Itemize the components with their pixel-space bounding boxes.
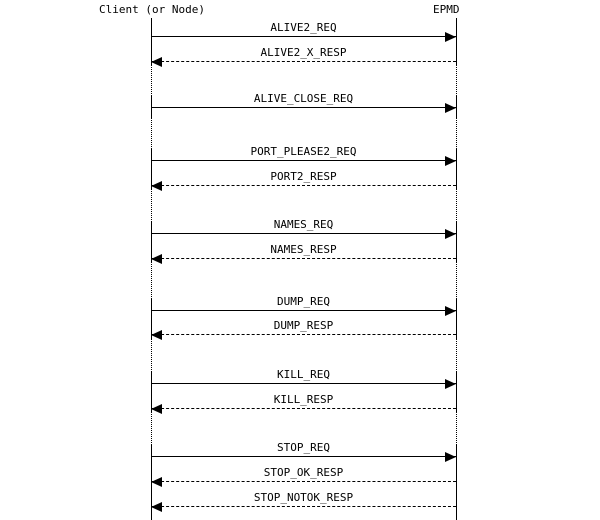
lifeline-epmd	[456, 18, 457, 65]
lifeline-client	[151, 149, 152, 189]
lifeline-client	[151, 299, 152, 338]
lifeline-epmd	[456, 262, 457, 299]
arrowhead-right	[445, 379, 456, 389]
arrowhead-right	[445, 452, 456, 462]
message-label-alive-close-req: ALIVE_CLOSE_REQ	[250, 92, 357, 105]
arrowhead-right	[445, 306, 456, 316]
message-label-stop-ok-resp: STOP_OK_RESP	[260, 466, 347, 479]
lifeline-epmd	[456, 338, 457, 372]
lifeline-client	[151, 18, 152, 65]
arrowhead-left	[151, 404, 162, 414]
lifeline-client	[151, 262, 152, 299]
arrowhead-right	[445, 32, 456, 42]
message-line-alive2-x-resp	[151, 61, 456, 62]
lifeline-epmd	[456, 65, 457, 96]
message-label-kill-resp: KILL_RESP	[270, 393, 337, 406]
arrowhead-left	[151, 330, 162, 340]
message-line-names-resp	[151, 258, 456, 259]
lifeline-client	[151, 338, 152, 372]
lifeline-epmd	[456, 372, 457, 412]
lifeline-client	[151, 189, 152, 222]
lifeline-epmd	[456, 299, 457, 338]
message-label-dump-resp: DUMP_RESP	[270, 319, 337, 332]
message-line-names-req	[151, 233, 456, 234]
message-label-alive2-x-resp: ALIVE2_X_RESP	[257, 46, 350, 59]
lifeline-epmd	[456, 149, 457, 189]
arrowhead-right	[445, 103, 456, 113]
arrowhead-left	[151, 502, 162, 512]
arrowhead-left	[151, 254, 162, 264]
message-line-port2-resp	[151, 185, 456, 186]
message-line-dump-req	[151, 310, 456, 311]
lifeline-epmd	[456, 96, 457, 118]
arrowhead-right	[445, 229, 456, 239]
lifeline-client	[151, 372, 152, 412]
message-line-stop-notok-resp	[151, 506, 456, 507]
message-label-names-resp: NAMES_RESP	[267, 243, 340, 256]
arrowhead-right	[445, 156, 456, 166]
message-label-names-req: NAMES_REQ	[270, 218, 337, 231]
arrowhead-left	[151, 181, 162, 191]
message-label-stop-notok-resp: STOP_NOTOK_RESP	[250, 491, 357, 504]
message-label-kill-req: KILL_REQ	[274, 368, 333, 381]
message-label-alive2-req: ALIVE2_REQ	[267, 21, 340, 34]
lifeline-epmd	[456, 118, 457, 149]
message-line-kill-req	[151, 383, 456, 384]
message-line-stop-ok-resp	[151, 481, 456, 482]
message-line-dump-resp	[151, 334, 456, 335]
lifeline-epmd	[456, 445, 457, 520]
lifeline-epmd	[456, 222, 457, 262]
lifeline-client	[151, 65, 152, 96]
lifeline-epmd	[456, 412, 457, 445]
message-label-port-please2-req: PORT_PLEASE2_REQ	[247, 145, 360, 158]
message-line-alive2-req	[151, 36, 456, 37]
arrowhead-left	[151, 57, 162, 67]
message-label-port2-resp: PORT2_RESP	[267, 170, 340, 183]
message-label-dump-req: DUMP_REQ	[274, 295, 333, 308]
message-line-kill-resp	[151, 408, 456, 409]
arrowhead-left	[151, 477, 162, 487]
message-line-port-please2-req	[151, 160, 456, 161]
participant-label-epmd: EPMD	[433, 3, 460, 16]
message-line-stop-req	[151, 456, 456, 457]
participant-label-client: Client (or Node)	[99, 3, 205, 16]
message-line-alive-close-req	[151, 107, 456, 108]
lifeline-client	[151, 118, 152, 149]
lifeline-epmd	[456, 189, 457, 222]
message-label-stop-req: STOP_REQ	[274, 441, 333, 454]
lifeline-client	[151, 412, 152, 445]
lifeline-client	[151, 222, 152, 262]
